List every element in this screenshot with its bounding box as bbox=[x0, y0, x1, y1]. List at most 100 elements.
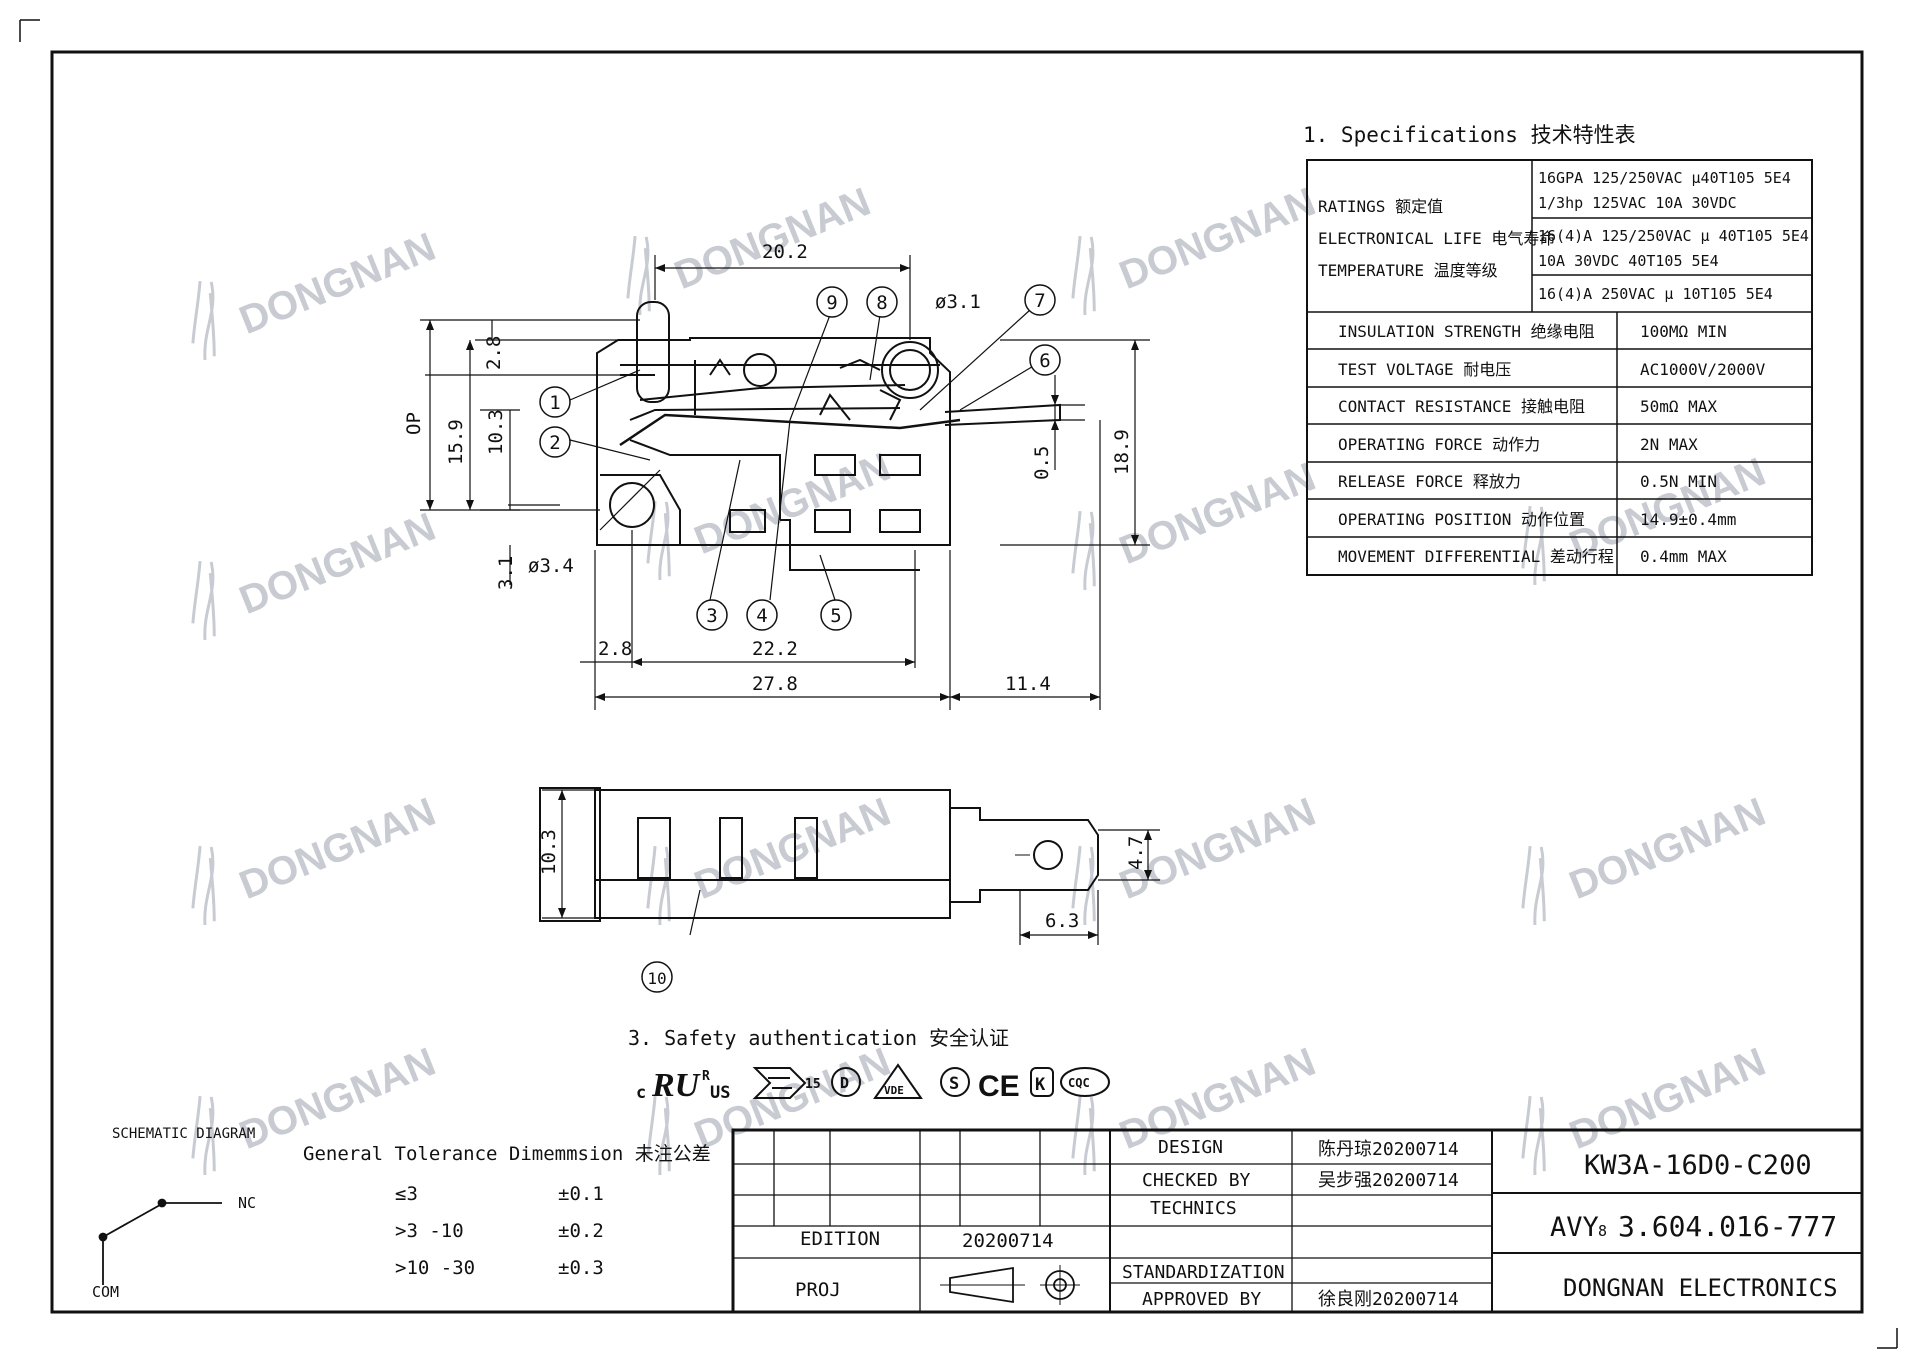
demko-mark: D bbox=[840, 1074, 849, 1092]
dim-3-1: 3.1 bbox=[495, 556, 517, 590]
callout-number: 8 bbox=[876, 292, 887, 314]
safety-section: 3. Safety authentication 安全认证 c RU R US … bbox=[628, 1026, 1110, 1104]
demko-icon bbox=[831, 1067, 861, 1097]
ul-mark: RU bbox=[651, 1067, 702, 1104]
callout-number: 1 bbox=[549, 392, 560, 414]
checked-value: 吴步强20200714 bbox=[1318, 1170, 1459, 1191]
dongnan-logo-icon bbox=[191, 845, 216, 926]
part-callouts bbox=[569, 309, 1036, 936]
callout-number: 5 bbox=[830, 605, 841, 627]
specs-rows: INSULATION STRENGTH 绝缘电阻 100MΩ MIN TEST … bbox=[1338, 322, 1766, 566]
enec-number: 15 bbox=[805, 1077, 821, 1092]
design-label: DESIGN bbox=[1158, 1137, 1223, 1158]
dim-10-3: 10.3 bbox=[485, 409, 507, 455]
checked-label: CHECKED BY bbox=[1142, 1170, 1251, 1191]
ce-mark: CE bbox=[978, 1070, 1020, 1103]
title-block bbox=[731, 1128, 1864, 1314]
switch-bottom-view bbox=[539, 787, 1099, 922]
bottom-view-dimensions bbox=[542, 789, 1160, 945]
dongnan-logo-icon bbox=[1071, 235, 1096, 316]
spec-label-life: ELECTRONICAL LIFE 电气寿命 bbox=[1318, 229, 1555, 248]
front-view-arrows bbox=[426, 264, 1139, 701]
standardization-label: STANDARDIZATION bbox=[1122, 1262, 1285, 1283]
spec-row-value: 50mΩ MAX bbox=[1640, 397, 1717, 416]
dongnan-logo-icon bbox=[191, 280, 216, 361]
schematic-diagram: SCHEMATIC DIAGRAM NC COM bbox=[92, 1126, 256, 1301]
watermark-text: DONGNAN bbox=[1113, 180, 1321, 298]
tolerance-value: ±0.1 bbox=[558, 1183, 604, 1205]
dongnan-logo-icon bbox=[1071, 1095, 1096, 1176]
spec-row-value: AC1000V/2000V bbox=[1640, 360, 1766, 379]
edition-value: 20200714 bbox=[962, 1230, 1054, 1252]
callout-number: 3 bbox=[706, 605, 717, 627]
crop-mark-bottom-right bbox=[1877, 1328, 1898, 1349]
callout-number: 7 bbox=[1034, 290, 1045, 312]
specs-title: 1. Specifications 技术特性表 bbox=[1303, 123, 1636, 147]
bottom-view-body bbox=[594, 789, 951, 919]
edition-label: EDITION bbox=[800, 1228, 880, 1250]
callout-number: 4 bbox=[756, 605, 767, 627]
switch-front-view bbox=[596, 301, 1061, 571]
side-terminal bbox=[944, 403, 1061, 426]
callout-circle bbox=[820, 599, 852, 631]
proj-label: PROJ bbox=[795, 1279, 841, 1301]
spec-row-label: MOVEMENT DIFFERENTIAL 差动行程 bbox=[1338, 547, 1614, 566]
dongnan-watermark: DONGNAN bbox=[1071, 455, 1322, 591]
dongnan-logo-icon bbox=[191, 1095, 216, 1176]
vde-icon bbox=[873, 1063, 923, 1099]
life-value: 16(4)A 125/250VAC μ 40T105 5E4 bbox=[1538, 227, 1809, 245]
watermark-text: DONGNAN bbox=[233, 790, 441, 908]
spec-row-label: TEST VOLTAGE 耐电压 bbox=[1338, 360, 1511, 379]
spec-row-label: INSULATION STRENGTH 绝缘电阻 bbox=[1338, 322, 1595, 341]
dongnan-watermark: DONGNAN bbox=[646, 790, 897, 926]
approved-label: APPROVED BY bbox=[1142, 1289, 1261, 1310]
callout-circle bbox=[816, 286, 848, 318]
spec-row-label: OPERATING FORCE 动作力 bbox=[1338, 435, 1540, 454]
dim-20-2: 20.2 bbox=[762, 241, 808, 263]
kc-mark: K bbox=[1035, 1075, 1046, 1095]
dim-diameter-3-1: ø3.1 bbox=[935, 291, 981, 313]
dim-15-9: 15.9 bbox=[445, 419, 467, 465]
ul-c-mark: c bbox=[636, 1083, 646, 1103]
specs-left-labels: RATINGS 额定值 ELECTRONICAL LIFE 电气寿命 TEMPE… bbox=[1318, 197, 1555, 280]
dongnan-watermark: DONGNAN bbox=[191, 225, 442, 361]
spec-label-temperature: TEMPERATURE 温度等级 bbox=[1318, 261, 1498, 280]
dongnan-logo-icon bbox=[1071, 845, 1096, 926]
specs-table bbox=[1306, 159, 1813, 576]
tolerance-range: >3 -10 bbox=[395, 1220, 464, 1242]
plunger bbox=[636, 301, 670, 403]
document-subscript: 8 bbox=[1598, 1222, 1607, 1240]
watermark-text: DONGNAN bbox=[668, 180, 876, 298]
dongnan-watermark: DONGNAN bbox=[191, 505, 442, 641]
company-name: DONGNAN ELECTRONICS bbox=[1563, 1274, 1838, 1302]
spec-row-value: 2N MAX bbox=[1640, 435, 1698, 454]
dongnan-watermark: DONGNAN bbox=[191, 790, 442, 926]
callout-number: 2 bbox=[549, 432, 560, 454]
spec-row-value: 0.5N MIN bbox=[1640, 472, 1717, 491]
dongnan-logo-icon bbox=[1521, 1095, 1546, 1176]
certification-marks: c RU R US 15 D VDE S CE K CQC bbox=[636, 1063, 1110, 1104]
semko-mark: S bbox=[949, 1074, 959, 1094]
ul-us-mark: US bbox=[710, 1083, 730, 1103]
com-label: COM bbox=[92, 1283, 119, 1301]
bottom-view-terminal bbox=[950, 807, 1099, 903]
tolerance-range: ≤3 bbox=[395, 1183, 418, 1205]
document-number: 3.604.016-777 bbox=[1618, 1210, 1837, 1243]
document-prefix: AVY bbox=[1550, 1212, 1599, 1243]
spec-row-label: OPERATING POSITION 动作位置 bbox=[1338, 510, 1585, 529]
spec-label-ratings: RATINGS 额定值 bbox=[1318, 197, 1443, 216]
enec-icon bbox=[752, 1067, 807, 1099]
dim-22-2: 22.2 bbox=[752, 638, 798, 660]
technics-label: TECHNICS bbox=[1150, 1198, 1237, 1219]
kc-icon bbox=[1030, 1067, 1054, 1097]
dim-11-4: 11.4 bbox=[1005, 673, 1051, 695]
spec-row-label: CONTACT RESISTANCE 接触电阻 bbox=[1338, 397, 1585, 416]
vde-mark: VDE bbox=[884, 1084, 904, 1097]
registered-mark: R bbox=[702, 1069, 710, 1084]
watermark-text: DONGNAN bbox=[233, 505, 441, 623]
tolerance-value: ±0.2 bbox=[558, 1220, 604, 1242]
specs-rating-values: 16GPA 125/250VAC μ40T105 5E4 1/3hp 125VA… bbox=[1538, 169, 1809, 303]
tolerance-value: ±0.3 bbox=[558, 1257, 604, 1279]
